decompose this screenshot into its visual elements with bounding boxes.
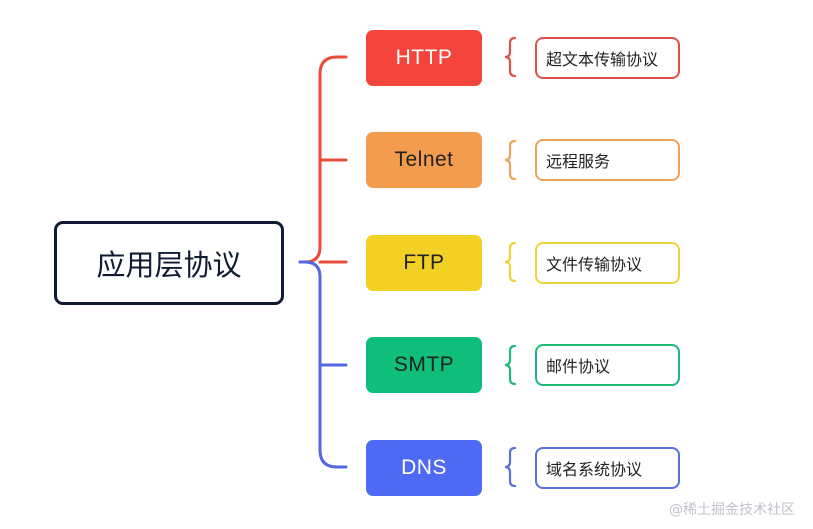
protocol-label: SMTP [393,353,455,376]
protocol-label: HTTP [395,46,453,69]
root-label: 应用层协议 [96,248,242,282]
description-label: 文件传输协议 [546,255,643,274]
description-node-http[interactable]: 超文本传输协议 [535,37,680,79]
description-label: 域名系统协议 [546,460,643,479]
description-node-ftp[interactable]: 文件传输协议 [535,242,680,284]
description-node-telnet[interactable]: 远程服务 [535,139,680,181]
description-label: 远程服务 [546,152,611,171]
root-node[interactable]: 应用层协议 [54,221,284,305]
description-label: 超文本传输协议 [546,50,659,69]
brace-group [504,36,517,488]
description-node-smtp[interactable]: 邮件协议 [535,344,680,386]
brace-telnet [504,139,517,181]
description-label: 邮件协议 [546,357,611,376]
watermark: @稀土掘金技术社区 [669,502,795,518]
protocol-node-dns[interactable]: DNS [366,440,482,496]
protocol-node-ftp[interactable]: FTP [366,235,482,291]
brace-smtp [504,344,517,386]
protocol-node-telnet[interactable]: Telnet [366,132,482,188]
protocol-node-http[interactable]: HTTP [366,30,482,86]
protocol-label: Telnet [394,148,454,171]
description-node-dns[interactable]: 域名系统协议 [535,447,680,489]
protocol-node-smtp[interactable]: SMTP [366,337,482,393]
brace-ftp [504,241,517,283]
protocol-label: FTP [403,251,445,274]
brace-dns [504,446,517,488]
brace-http [504,36,517,78]
protocol-label: DNS [401,456,447,479]
